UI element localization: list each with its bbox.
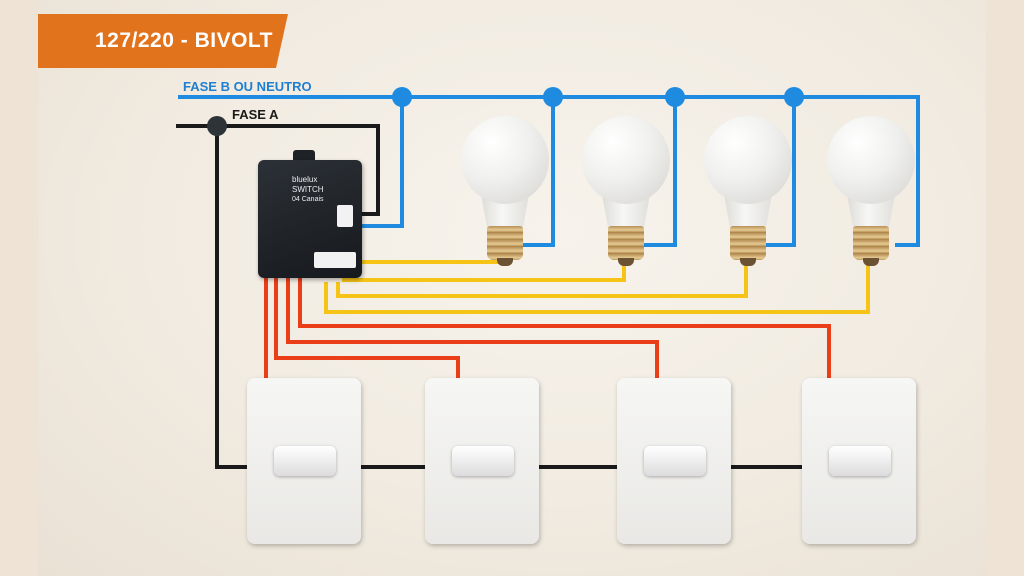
banner-stripe bbox=[270, 14, 280, 68]
led-bulb-icon bbox=[704, 116, 792, 268]
phase-a-junction bbox=[207, 116, 227, 136]
banner-title: 127/220 - BIVOLT bbox=[95, 29, 274, 52]
led-bulb-icon bbox=[461, 116, 549, 268]
lamp-wires bbox=[324, 260, 870, 314]
neutral-junction bbox=[784, 87, 804, 107]
wall-switch-icon bbox=[617, 378, 731, 544]
switch-key bbox=[644, 446, 706, 476]
neutral-junction bbox=[543, 87, 563, 107]
neutral-wire-label: FASE B OU NEUTRO bbox=[183, 79, 312, 94]
controller-input-terminal bbox=[337, 205, 353, 227]
title-banner bbox=[38, 14, 288, 68]
led-bulb-icon bbox=[582, 116, 670, 268]
switch-key bbox=[452, 446, 514, 476]
controller-brand: bluelux bbox=[292, 175, 318, 184]
switch-key bbox=[829, 446, 891, 476]
phase-a-wire bbox=[176, 124, 803, 469]
controller-output-terminal bbox=[314, 252, 356, 268]
neutral-junction bbox=[665, 87, 685, 107]
controller-model: SWITCH bbox=[292, 185, 324, 194]
switch-wires bbox=[264, 278, 831, 380]
wall-switch-icon bbox=[425, 378, 539, 544]
wall-switch-icon bbox=[247, 378, 361, 544]
switch-key bbox=[274, 446, 336, 476]
neutral-junction bbox=[392, 87, 412, 107]
led-bulb-icon bbox=[827, 116, 915, 268]
controller-channels: 04 Canais bbox=[292, 196, 324, 203]
wall-switch-icon bbox=[802, 378, 916, 544]
phase-a-wire-label: FASE A bbox=[232, 107, 279, 122]
